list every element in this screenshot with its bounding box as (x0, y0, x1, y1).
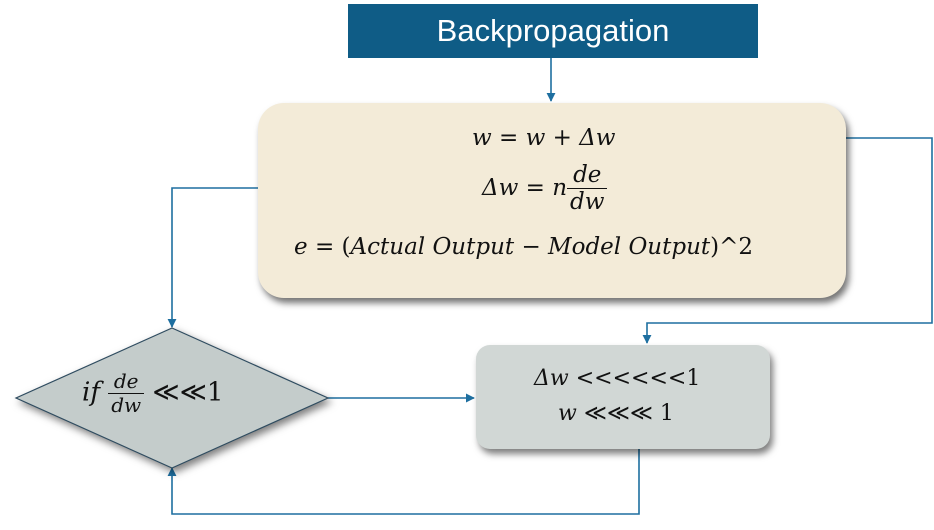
result2-var: w (558, 401, 577, 426)
eq2-numerator: de (567, 162, 608, 190)
eq1-plus: + (552, 125, 572, 151)
eq1-rhs-a: w (525, 125, 546, 151)
convergence-box (476, 345, 770, 449)
decision-numerator: de (108, 370, 145, 394)
eq1-lhs: w (472, 125, 492, 151)
decision-if: if (82, 377, 100, 408)
eq3-model-output: Model Output (548, 234, 711, 260)
decision-relation: ≪≪1 (152, 377, 224, 408)
eq1-rhs-delta: Δw (579, 125, 616, 151)
equation-error: e = (Actual Output − Model Output)^2 (294, 236, 753, 259)
eq2-denominator: dw (570, 189, 605, 216)
title-banner: Backpropagation (348, 4, 758, 58)
update-rule-box (258, 103, 846, 298)
eq2-lhs: Δw (482, 174, 519, 201)
eq3-lhs: e (294, 234, 308, 260)
eq3-minus: − (521, 234, 541, 260)
result1-relation: <<<<<<1 (575, 366, 701, 391)
result-line-delta-w: Δw <<<<<<1 (534, 368, 700, 390)
eq3-actual-output: Actual Output (350, 234, 515, 260)
equation-weight-update: w = w + Δw (472, 127, 615, 150)
result-line-w: w ≪≪≪ 1 (558, 403, 674, 425)
result1-var: Δw (534, 366, 569, 391)
decision-denominator: dw (111, 393, 142, 417)
eq2-coef: n (552, 174, 568, 201)
decision-diamond (14, 327, 330, 469)
eq2-equals: = (525, 174, 545, 201)
eq1-equals: = (499, 125, 519, 151)
eq3-close-squared: )^2 (710, 234, 754, 260)
arrow-result-to-decision (167, 449, 640, 515)
eq3-open-paren: ( (341, 234, 351, 260)
eq3-equals: = (314, 234, 335, 260)
title-text: Backpropagation (436, 13, 670, 48)
result2-relation: ≪≪≪ 1 (583, 401, 674, 426)
